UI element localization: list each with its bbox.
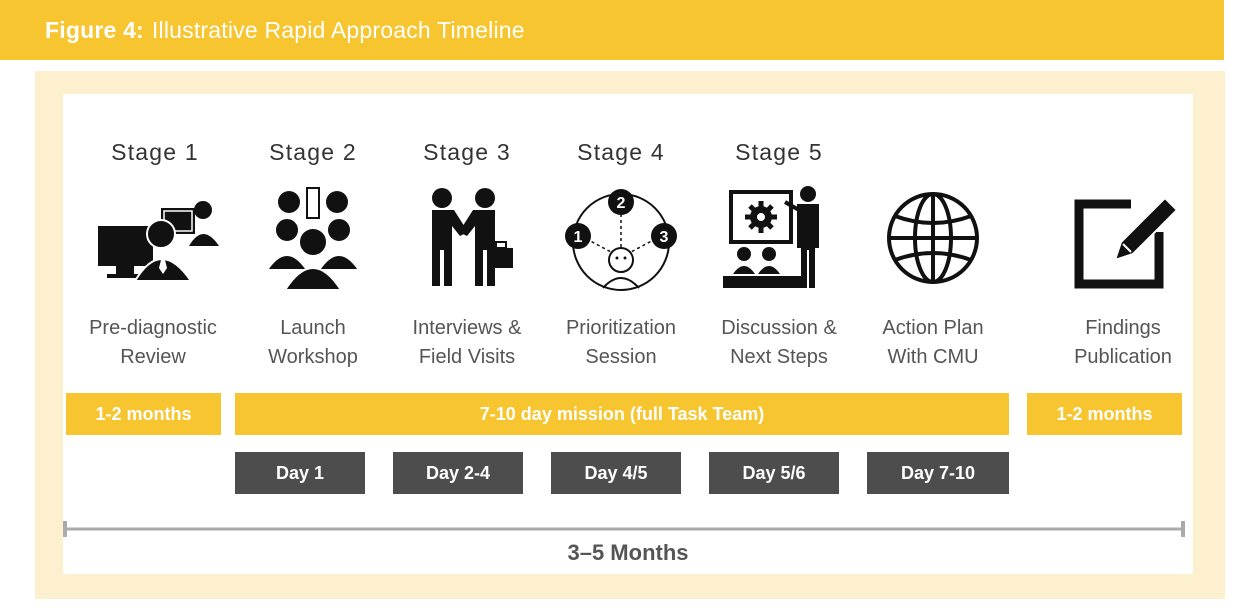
stage-3-description: Interviews &Field Visits [412, 317, 522, 368]
day-bar-3: Day 4/5 [551, 452, 681, 494]
presentation-icon [709, 186, 849, 296]
stage-3-label: Stage 3 [423, 139, 511, 165]
priority-number-2: 2 [617, 195, 626, 212]
edit-document-icon [1053, 186, 1193, 296]
day-bar-2: Day 2-4 [393, 452, 523, 494]
day-bar-1: Day 1 [235, 452, 365, 494]
stage-4-label: Stage 4 [577, 139, 665, 165]
post-mission-duration-bar: 1-2 months [1027, 393, 1182, 435]
figure-title-bar: Figure 4: Illustrative Rapid Approach Tim… [0, 0, 1224, 60]
figure-title-text: Illustrative Rapid Approach Timeline [151, 16, 525, 43]
figure-frame: Stage 1 Stage 2 Stage 3 Stage 4 Stage 5 [35, 71, 1225, 599]
figure-title: Figure 4: Illustrative Rapid Approach Tim… [45, 17, 525, 44]
figure-number: Figure 4: [45, 16, 144, 43]
prioritization-icon: 2 1 3 [551, 186, 691, 296]
day-bar-4: Day 5/6 [709, 452, 839, 494]
priority-number-3: 3 [660, 229, 669, 246]
stage-5-description: Discussion &Next Steps [721, 317, 837, 368]
priority-number-1: 1 [574, 229, 583, 246]
globe-icon [863, 186, 1003, 296]
pre-mission-duration-bar: 1-2 months [66, 393, 221, 435]
computer-users-icon [83, 186, 223, 296]
handshake-icon [397, 186, 537, 296]
stage-1-label: Stage 1 [111, 139, 199, 165]
group-announcement-icon [243, 186, 383, 296]
timeline-panel: Stage 1 Stage 2 Stage 3 Stage 4 Stage 5 [63, 94, 1193, 574]
total-span-bracket [63, 521, 1185, 537]
day-bar-5: Day 7-10 [867, 452, 1009, 494]
stage-5-label: Stage 5 [735, 139, 823, 165]
stage-2-label: Stage 2 [269, 139, 357, 165]
mission-duration-bar: 7-10 day mission (full Task Team) [235, 393, 1009, 435]
total-span-label: 3–5 Months [567, 540, 689, 565]
